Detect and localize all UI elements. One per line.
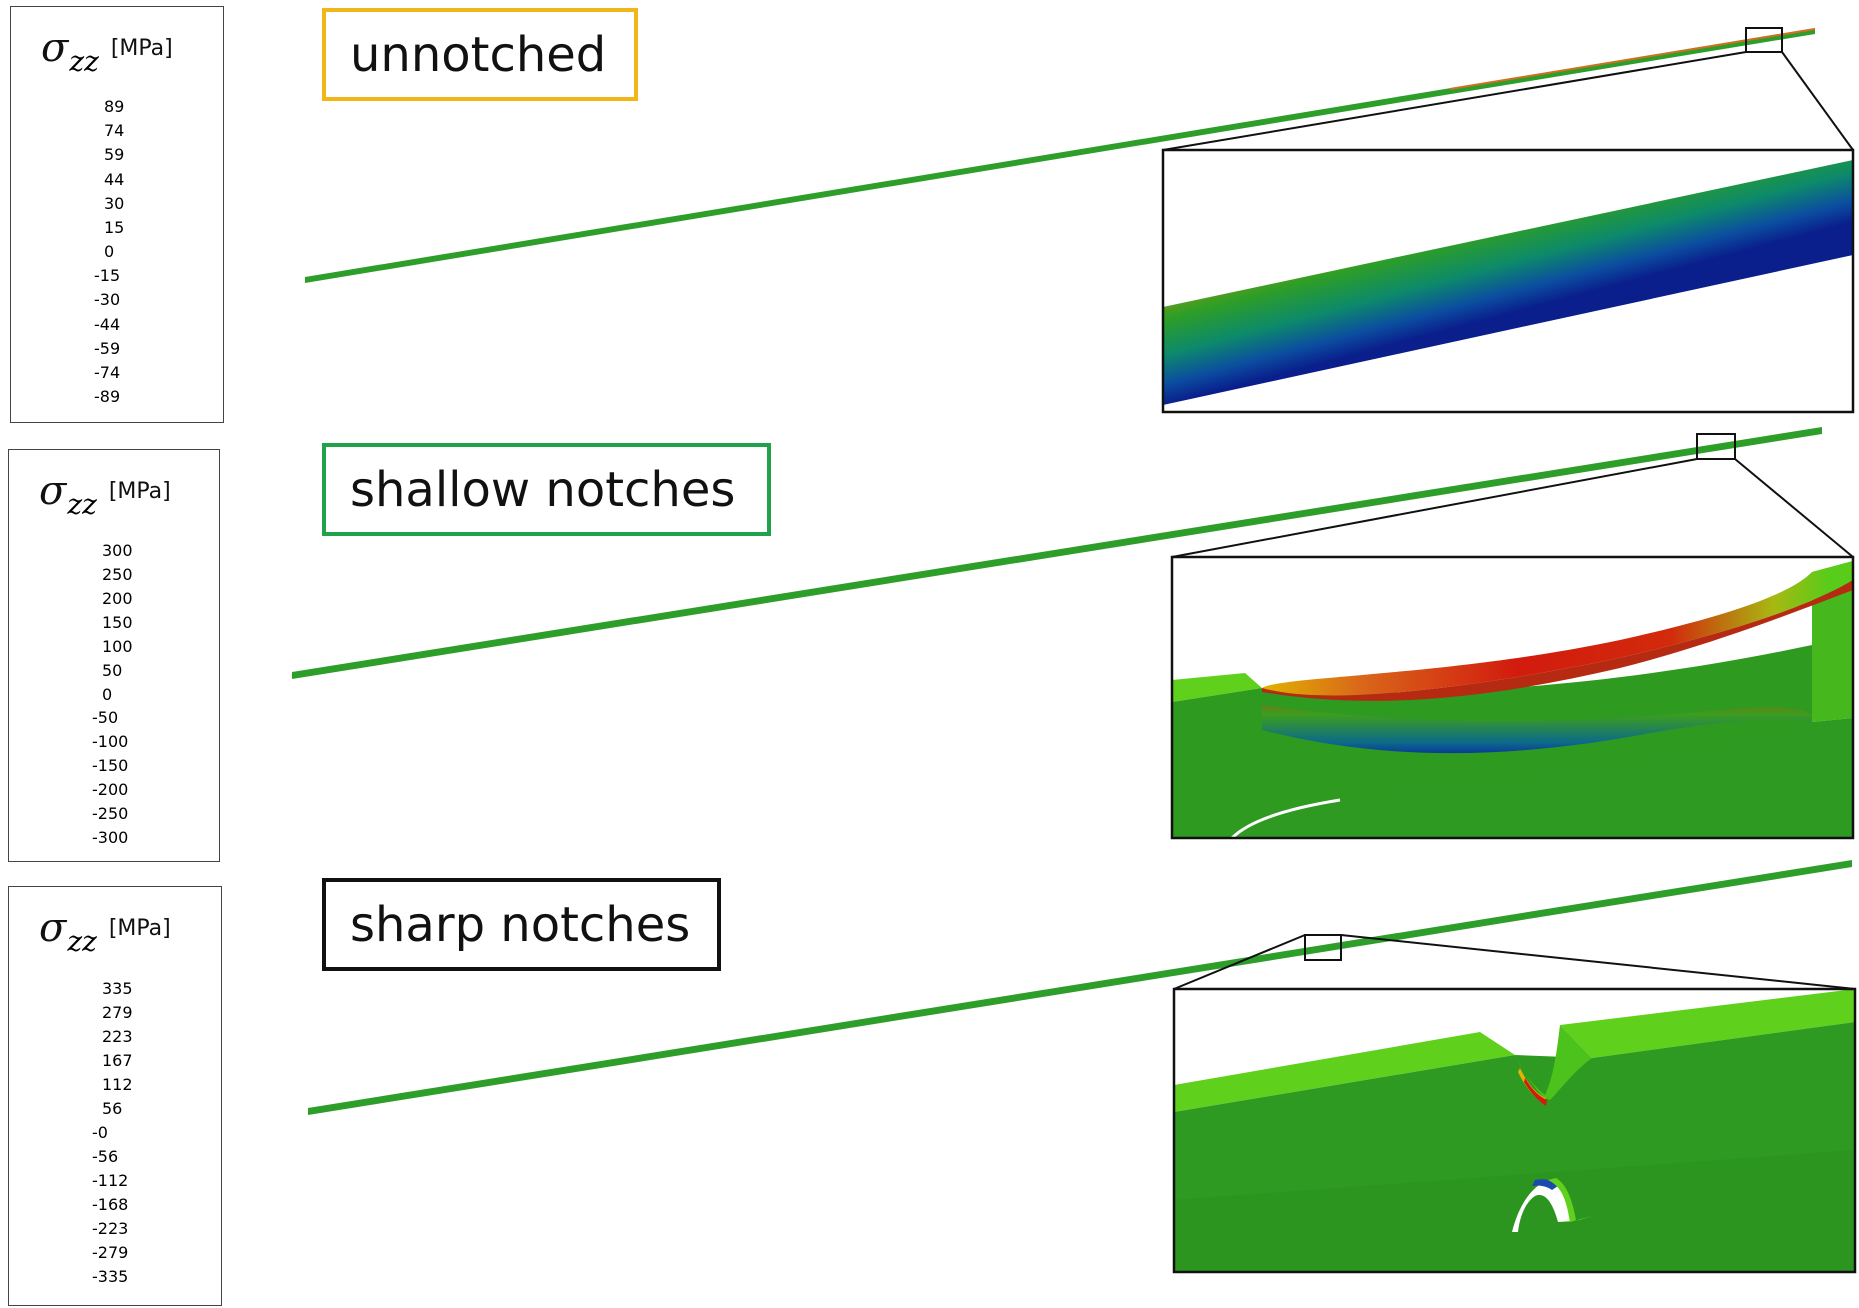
legend-tick-label: -30 [94, 290, 121, 310]
legend-tick-label: 74 [104, 121, 125, 141]
legend-tick-label: 50 [102, 660, 123, 680]
case-label-text: unnotched [350, 26, 607, 83]
legend-tick-label: -44 [94, 314, 121, 334]
zoom-line-3a [1173, 934, 1306, 990]
sharp-notch-beam [308, 860, 1852, 1115]
legend-tick-label: -56 [92, 1147, 119, 1166]
case-label-text: shallow notches [350, 461, 736, 518]
legend-tick-label: -100 [92, 732, 129, 752]
zoom-inset-shallow [1172, 557, 1853, 838]
legend-unnotched: σzz [MPa] [10, 6, 224, 423]
zoom-marker-3 [1304, 934, 1342, 961]
legend-tick-label: -89 [94, 387, 121, 406]
stress-unit: [MPa] [110, 36, 173, 61]
legend-tick-label: -15 [94, 266, 121, 286]
legend-tick-label: 15 [104, 217, 125, 237]
zoom-marker-1 [1745, 27, 1783, 53]
zoom-inset-sharp [1174, 989, 1855, 1272]
shallow-notch-beam [292, 427, 1822, 679]
legend-tick-label: 30 [104, 193, 125, 213]
legend-tick-label: 223 [102, 1027, 133, 1046]
legend-tick-label: 112 [102, 1075, 133, 1094]
legend-tick-label: 56 [102, 1099, 123, 1118]
zoom-line-1b [1781, 51, 1854, 151]
legend-tick-label: -59 [94, 338, 121, 358]
legend-tick-label: 335 [102, 979, 133, 998]
legend-tick-label: -200 [92, 780, 129, 800]
zoom-line-3b [1340, 934, 1856, 990]
legend-tick-label: 167 [102, 1051, 133, 1070]
stress-symbol: σ [41, 25, 69, 71]
legend-title: σzz [MPa] [39, 468, 171, 521]
stress-symbol: σ [39, 468, 67, 514]
legend-tick-label: -250 [92, 804, 129, 824]
stress-subscript: zz [67, 925, 97, 958]
legend-tick-label: 150 [102, 612, 133, 632]
legend-tick-label: 300 [102, 541, 133, 560]
unnotched-beam [305, 28, 1816, 283]
legend-tick-label: -168 [92, 1195, 129, 1214]
zoom-line-1a [1162, 51, 1747, 151]
legend-tick-label: 59 [104, 145, 125, 165]
legend-tick-label: -150 [92, 756, 129, 776]
stress-subscript: zz [67, 488, 97, 521]
legend-tick-label: -50 [92, 708, 119, 728]
legend-tick-label: -223 [92, 1219, 129, 1238]
zoom-line-2b [1734, 458, 1854, 558]
legend-shallow: σzz [MPa] [8, 449, 220, 862]
case-label-sharp: sharp notches [322, 878, 721, 971]
legend-tick-label: 89 [104, 97, 125, 116]
case-label-text: sharp notches [350, 896, 691, 953]
legend-tick-label: -74 [94, 362, 121, 382]
legend-tick-label: -279 [92, 1243, 129, 1262]
legend-tick-label: -300 [92, 828, 129, 847]
legend-tick-label: 200 [102, 588, 133, 608]
stress-unit: [MPa] [108, 479, 171, 504]
legend-tick-label: 0 [104, 242, 115, 261]
zoom-inset-unnotched [1163, 150, 1853, 412]
stress-symbol: σ [39, 905, 67, 951]
legend-tick-label: 279 [102, 1003, 133, 1022]
stress-unit: [MPa] [108, 916, 171, 941]
zoom-line-2a [1171, 458, 1698, 558]
case-label-unnotched: unnotched [322, 8, 638, 101]
stress-subscript: zz [69, 45, 99, 78]
legend-tick-label: 250 [102, 564, 133, 584]
legend-tick-label: 100 [102, 636, 133, 656]
case-label-shallow: shallow notches [322, 443, 771, 536]
legend-tick-label: -335 [92, 1267, 129, 1286]
legend-tick-label: 0 [102, 684, 113, 704]
legend-tick-label: -112 [92, 1171, 129, 1190]
legend-tick-label: 44 [104, 169, 125, 189]
legend-sharp: σzz [MPa] [8, 886, 222, 1306]
legend-title: σzz [MPa] [41, 25, 173, 78]
legend-tick-label: -0 [92, 1123, 108, 1142]
zoom-marker-2 [1696, 433, 1736, 460]
legend-title: σzz [MPa] [39, 905, 171, 958]
